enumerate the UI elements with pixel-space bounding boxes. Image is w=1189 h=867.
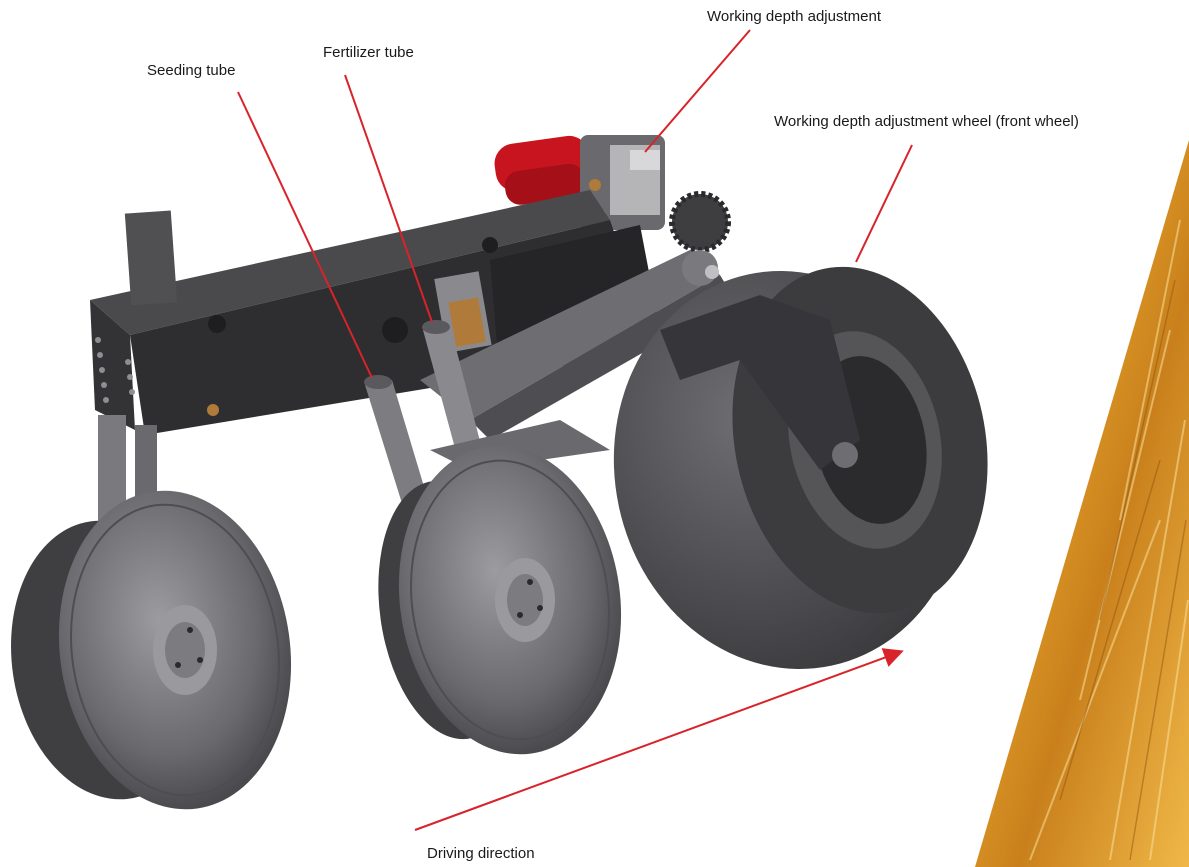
working-depth-adjustment-wheel-label: Working depth adjustment wheel (front wh… bbox=[774, 113, 1079, 130]
wheel-arm bbox=[420, 250, 735, 440]
wheat-photo bbox=[975, 140, 1189, 867]
fertilizer-tube-leader bbox=[344, 74, 433, 323]
driving-direction-arrow bbox=[414, 648, 904, 831]
leader-lines bbox=[237, 29, 913, 831]
rear-disc-coulter bbox=[11, 415, 292, 810]
depth-adjustment-leader bbox=[644, 29, 751, 153]
hydraulic-cylinder bbox=[494, 135, 591, 205]
seeding-tube-leader bbox=[237, 91, 373, 379]
driving-direction-label: Driving direction bbox=[427, 845, 535, 862]
depth-adjustment-wheel bbox=[613, 266, 988, 669]
wheel-leader bbox=[855, 144, 913, 263]
working-depth-adjustment-label: Working depth adjustment bbox=[707, 8, 881, 25]
fertilizer-tube-label: Fertilizer tube bbox=[323, 44, 414, 61]
seeding-tube-label: Seeding tube bbox=[147, 62, 236, 79]
front-disc-coulter bbox=[378, 420, 622, 755]
